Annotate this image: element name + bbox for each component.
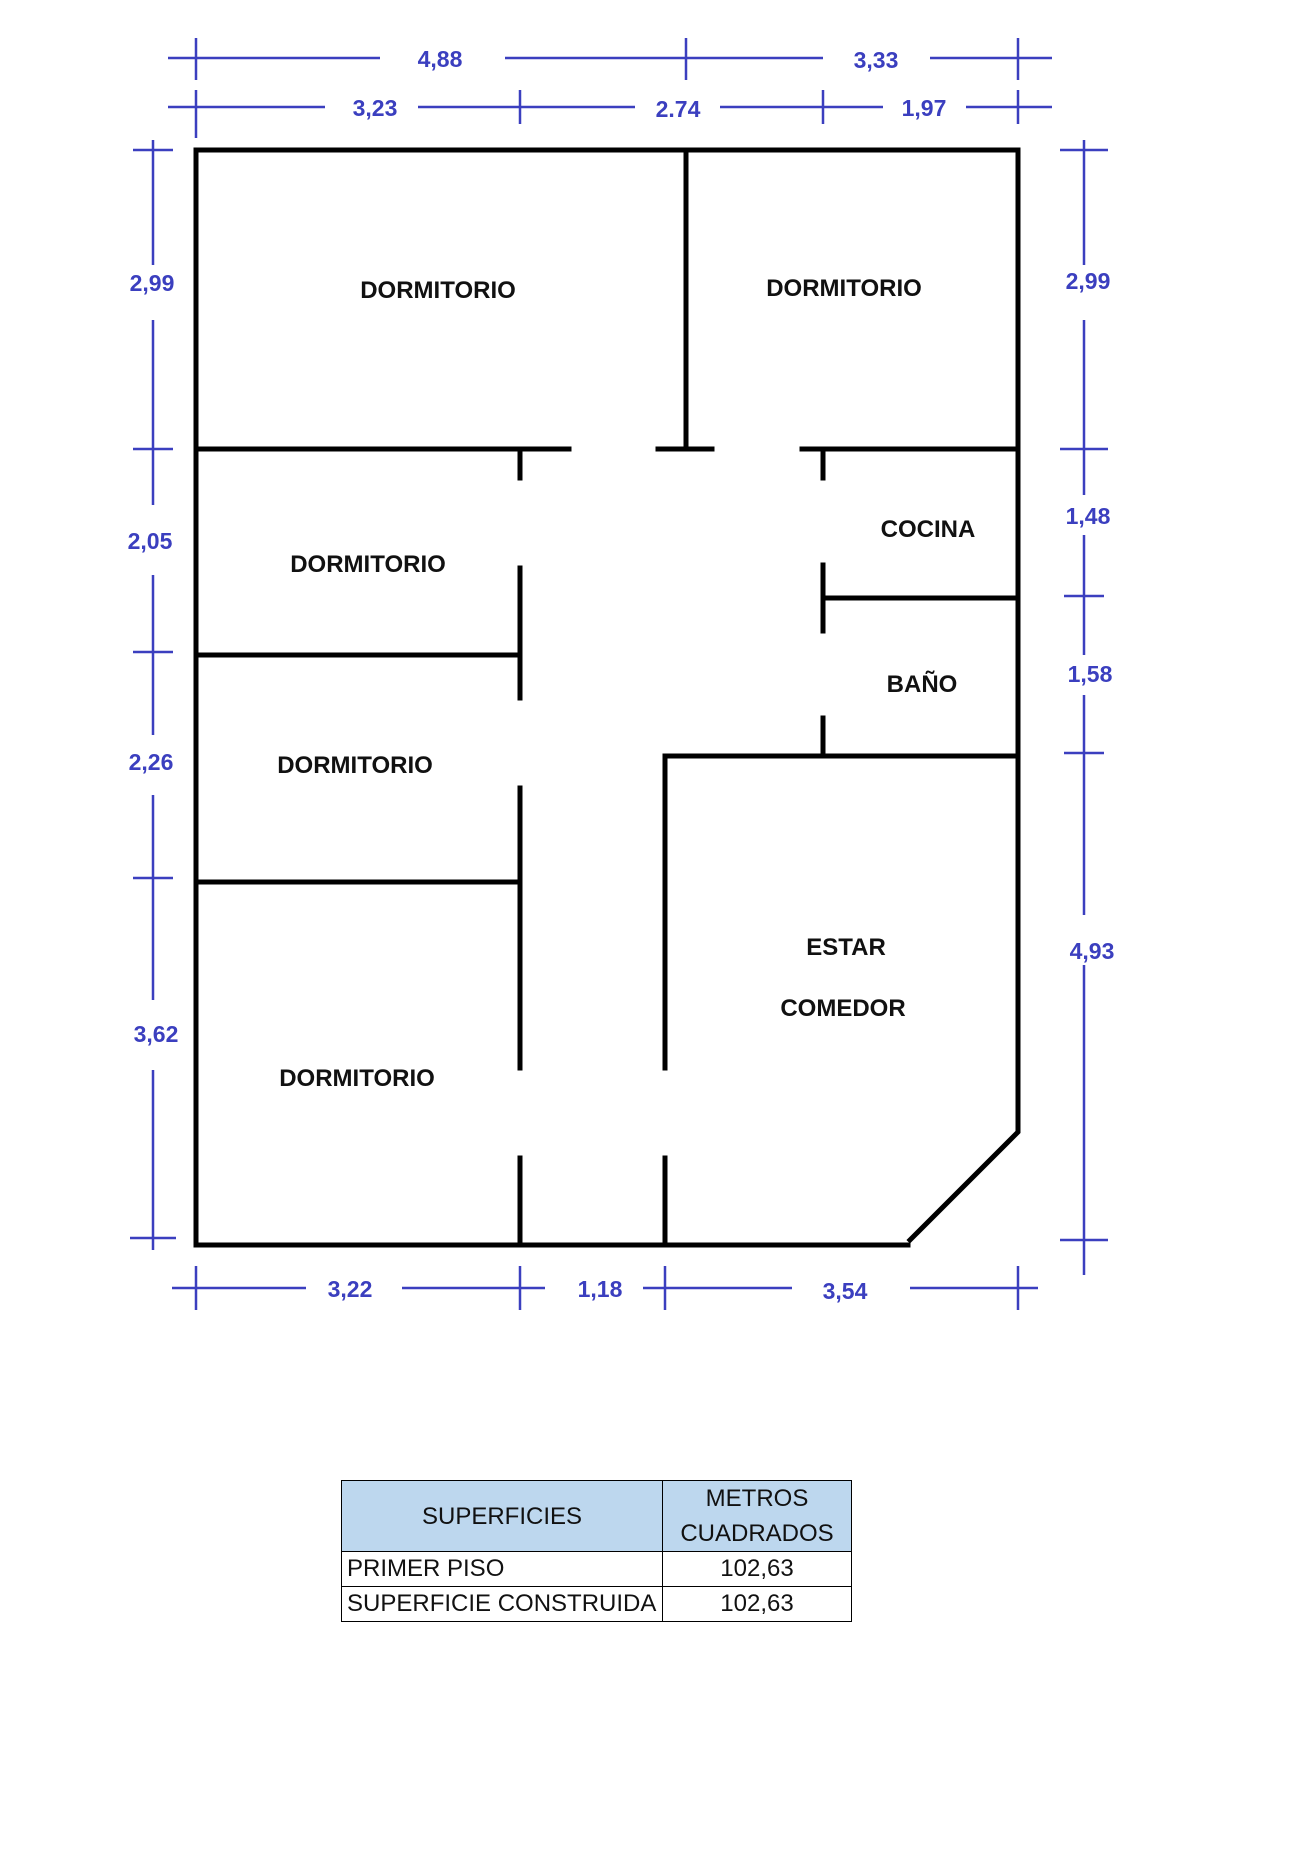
table-header-cell: SUPERFICIES xyxy=(341,1480,663,1552)
walls xyxy=(193,147,1021,1248)
dim-left-1: 2,99 xyxy=(130,270,175,296)
dim-bottom-1: 3,22 xyxy=(328,1276,373,1302)
table-cell-label: SUPERFICIE CONSTRUIDA xyxy=(341,1586,663,1622)
room-labels: DORMITORIO DORMITORIO DORMITORIO DORMITO… xyxy=(277,275,975,1092)
area-table: SUPERFICIES METROS CUADRADOS PRIMER PISO… xyxy=(341,1480,852,1622)
table-cell-value: 102,63 xyxy=(662,1551,852,1587)
dim-bottom-3: 3,54 xyxy=(823,1278,868,1304)
dim-left-4: 3,62 xyxy=(134,1021,179,1047)
table-header-cell: METROS CUADRADOS xyxy=(662,1480,852,1552)
dim-top-overall-2: 3,33 xyxy=(854,47,899,73)
room-label-dormitorio: DORMITORIO xyxy=(279,1065,435,1092)
table-cell-value: 102,63 xyxy=(662,1586,852,1622)
exterior-wall xyxy=(193,147,1021,1248)
room-label-comedor: COMEDOR xyxy=(780,995,905,1022)
room-label-cocina: COCINA xyxy=(881,516,976,543)
dim-top-segment-3: 1,97 xyxy=(902,95,947,121)
room-label-dormitorio: DORMITORIO xyxy=(290,551,446,578)
dim-top-segment-1: 3,23 xyxy=(353,95,398,121)
dim-left-2: 2,05 xyxy=(128,528,173,554)
dim-top-overall-1: 4,88 xyxy=(418,46,463,72)
dim-right-2: 1,48 xyxy=(1066,503,1111,529)
room-label-bano: BAÑO xyxy=(887,670,958,698)
table-cell-label: PRIMER PISO xyxy=(341,1551,663,1587)
dim-top-segment-2: 2.74 xyxy=(656,96,701,122)
table-header-row: SUPERFICIES METROS CUADRADOS xyxy=(341,1480,852,1552)
table-row: PRIMER PISO 102,63 xyxy=(341,1551,852,1587)
floor-plan: 4,88 3,33 3,23 2.74 1,97 2,99 2,05 2,26 … xyxy=(128,38,1115,1310)
dim-bottom-2: 1,18 xyxy=(578,1276,623,1302)
dim-left-3: 2,26 xyxy=(129,749,174,775)
table-row: SUPERFICIE CONSTRUIDA 102,63 xyxy=(341,1586,852,1622)
room-label-dormitorio: DORMITORIO xyxy=(360,277,516,304)
dimension-labels: 4,88 3,33 3,23 2.74 1,97 2,99 2,05 2,26 … xyxy=(128,46,1115,1304)
room-label-dormitorio: DORMITORIO xyxy=(277,752,433,779)
room-label-estar: ESTAR xyxy=(806,934,886,961)
dim-right-3: 1,58 xyxy=(1068,661,1113,687)
room-label-dormitorio: DORMITORIO xyxy=(766,275,922,302)
dimension-lines xyxy=(130,38,1108,1310)
dim-right-1: 2,99 xyxy=(1066,268,1111,294)
dim-right-4: 4,93 xyxy=(1070,938,1115,964)
